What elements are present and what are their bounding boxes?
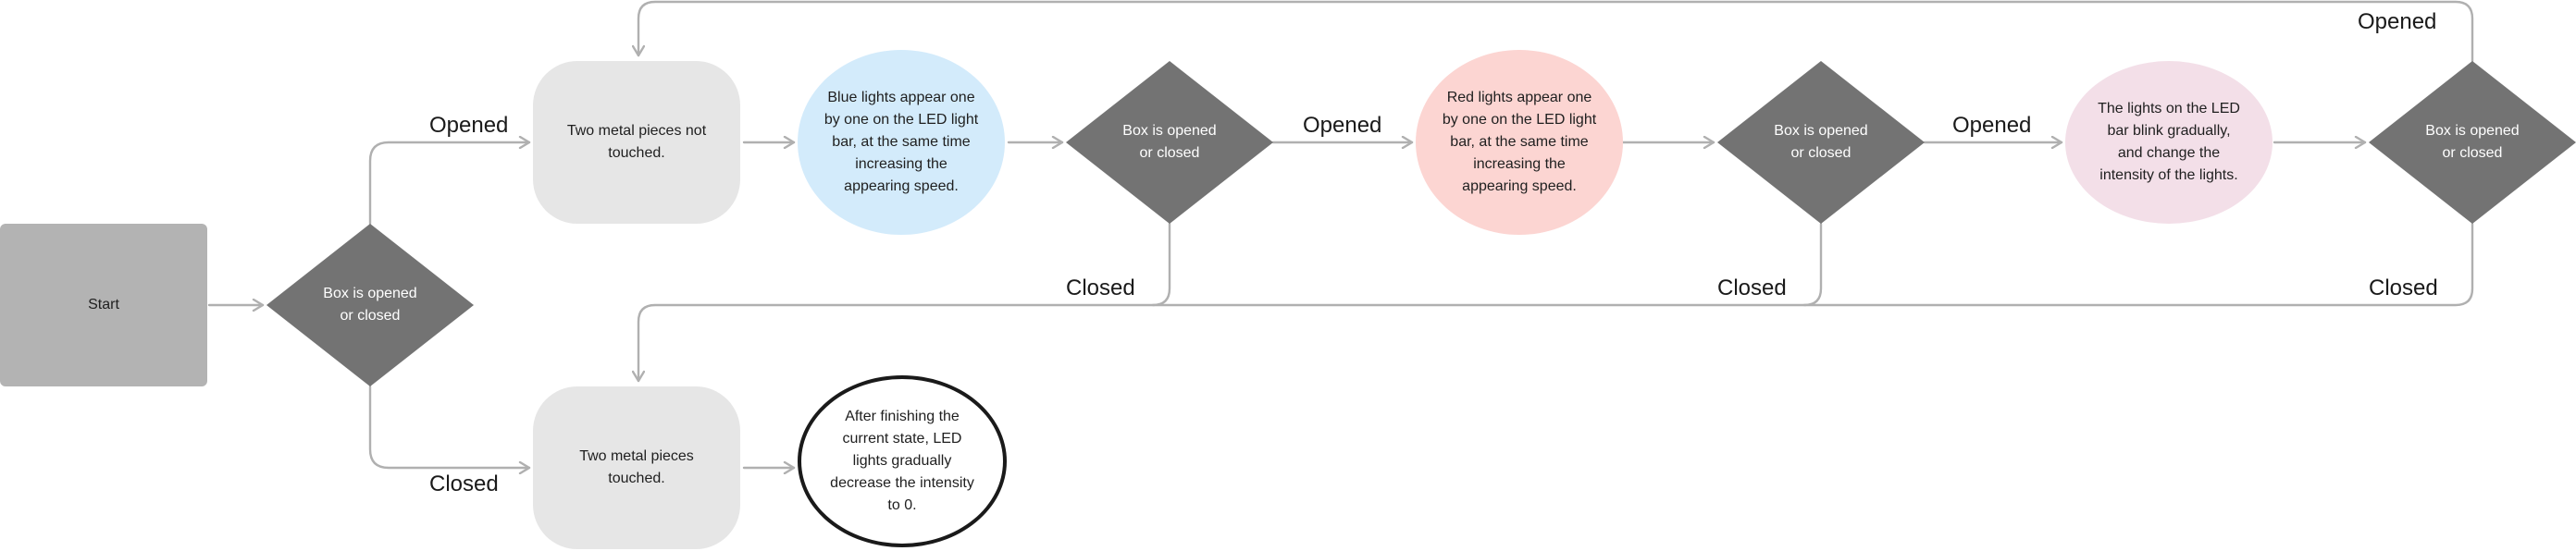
edge-decision4-opened-loop: [638, 0, 2474, 63]
start-node: Start: [0, 224, 207, 386]
touched-label: Two metal pieces touched.: [579, 448, 694, 486]
edge-label-opened-4: Opened: [2358, 9, 2437, 34]
edge-label-closed-1: Closed: [429, 471, 499, 496]
edge-label-closed-2: Closed: [1066, 276, 1135, 300]
blink-lights-node: The lights on the LED bar blink graduall…: [2065, 61, 2273, 224]
edge-label-opened-2: Opened: [1303, 113, 1382, 138]
decision-label-4: Box is opened or closed: [2421, 98, 2524, 187]
red-lights-node: Red lights appear one by one on the LED …: [1416, 50, 1623, 235]
touched-node: Two metal pieces touched.: [533, 386, 740, 549]
decision-label-2: Box is opened or closed: [1118, 98, 1221, 187]
red-lights-label: Red lights appear one by one on the LED …: [1442, 90, 1597, 194]
edge-label-opened-3: Opened: [1952, 113, 2032, 138]
blue-lights-node: Blue lights appear one by one on the LED…: [798, 50, 1005, 235]
blink-lights-label: The lights on the LED bar blink graduall…: [2098, 101, 2240, 183]
edge-decision1-opened: [368, 142, 531, 226]
decision-text-1: Box is opened or closed: [323, 286, 417, 324]
final-state-node: After finishing the current state, LED l…: [798, 375, 1007, 547]
edge-decisions-closed-bus: [638, 222, 1171, 383]
blue-lights-label: Blue lights appear one by one on the LED…: [824, 90, 979, 194]
decision-text-3: Box is opened or closed: [1774, 123, 1868, 161]
edge-decision1-closed: [368, 385, 531, 468]
not-touched-label: Two metal pieces not touched.: [566, 123, 707, 161]
edge-label-closed-3: Closed: [1717, 276, 1787, 300]
decision-label-3: Box is opened or closed: [1769, 98, 1873, 187]
edge-label-opened-1: Opened: [429, 113, 509, 138]
edge-decision4-closed: [1802, 222, 2474, 307]
final-state-label: After finishing the current state, LED l…: [830, 409, 974, 513]
decision-diamond-1: [266, 224, 474, 386]
decision-label-1: Box is opened or closed: [318, 261, 422, 349]
start-label: Start: [88, 297, 119, 312]
decision-text-4: Box is opened or closed: [2425, 123, 2520, 161]
decision-diamond-3: [1717, 61, 1925, 224]
decision-diamond-2: [1066, 61, 1273, 224]
decision-diamond-4: [2369, 61, 2576, 224]
edge-label-closed-4: Closed: [2369, 276, 2438, 300]
not-touched-node: Two metal pieces not touched.: [533, 61, 740, 224]
decision-text-2: Box is opened or closed: [1122, 123, 1217, 161]
